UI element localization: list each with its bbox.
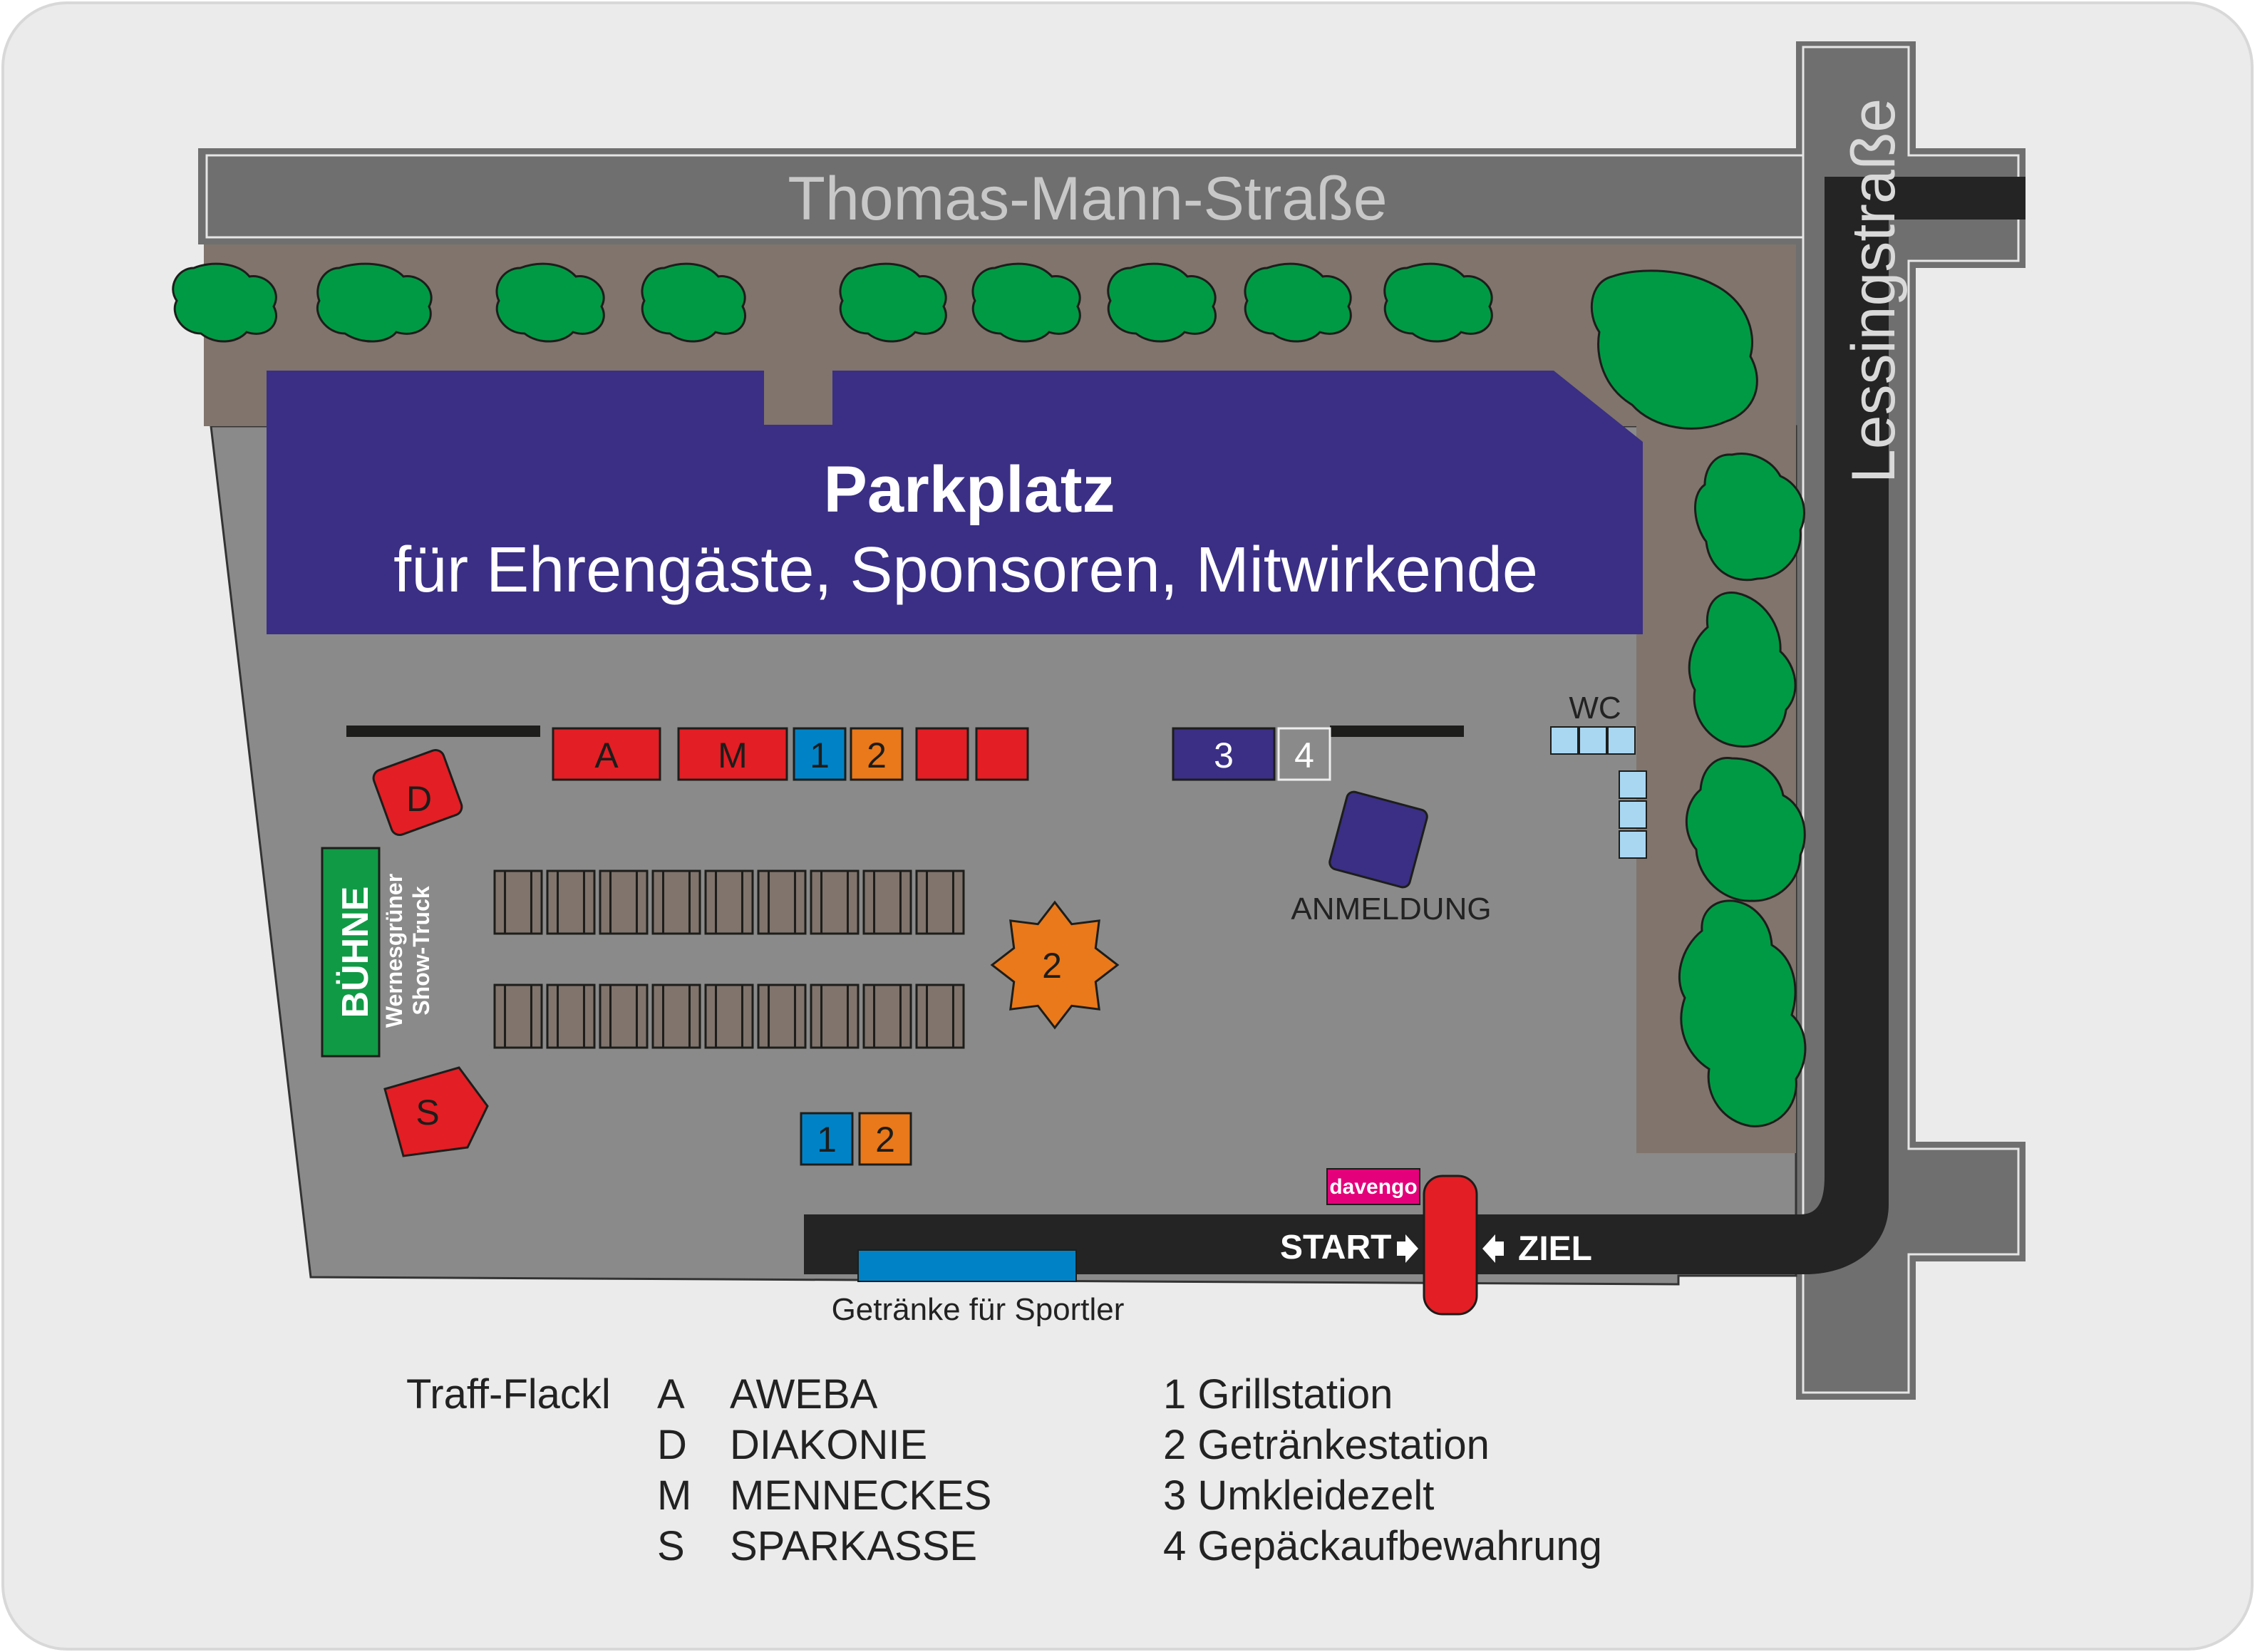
thomas-mann-strasse-street [198, 148, 1805, 244]
show-truck-line1: Wernesgrüner [381, 874, 407, 1028]
booth-2-label: 2 [867, 735, 887, 775]
central-drinks-station [990, 900, 1120, 1030]
booth-luggage-4 [1277, 727, 1331, 781]
parking-area [267, 371, 1643, 634]
bench [915, 869, 965, 935]
drinks-booth-lower [858, 1112, 912, 1166]
bench [599, 984, 649, 1049]
bench [915, 984, 965, 1049]
bench [862, 984, 912, 1049]
booth-s-label: S [416, 1093, 439, 1132]
bench [757, 869, 807, 935]
booth-a-label: A [594, 735, 619, 775]
bench [651, 984, 701, 1049]
bench [546, 984, 596, 1049]
booth-drinks-2 [850, 727, 904, 781]
start-finish-gate [1423, 1175, 1478, 1316]
booth-4-label: 4 [1294, 735, 1314, 775]
street-name-lessing: Lessingstraße [1839, 98, 1908, 483]
bench [862, 869, 912, 935]
booth-m [677, 727, 788, 781]
start-label: START [1280, 1229, 1391, 1266]
registration-tent [1328, 790, 1428, 889]
parking-subtitle: für Ehrengäste, Sponsoren, Mitwirkende [393, 535, 1538, 606]
stage [321, 847, 381, 1058]
seating-benches [493, 869, 965, 1049]
bench [704, 984, 754, 1049]
bench [493, 984, 543, 1049]
finish-label: ZIEL [1518, 1230, 1592, 1268]
fence-right [1330, 726, 1464, 737]
bench [546, 869, 596, 935]
wc-cabins [1550, 726, 1647, 859]
booth-1-label: 1 [810, 735, 830, 775]
drinks-label: Getränke für Sportler [832, 1292, 1125, 1327]
registration-label: ANMELDUNG [1291, 892, 1491, 926]
bench [810, 869, 860, 935]
grill-booth-lower-label: 1 [817, 1120, 837, 1160]
booth-red-1 [915, 727, 969, 781]
start-arrow-icon [1397, 1234, 1418, 1263]
stage-label: BÜHNE [335, 887, 376, 1018]
finish-arrow-icon [1482, 1234, 1504, 1263]
booth-d-label: D [406, 779, 432, 819]
street-name-thomas-mann: Thomas-Mann-Straße [788, 165, 1387, 233]
bench [704, 869, 754, 935]
bench [651, 869, 701, 935]
booth-changing-3 [1172, 727, 1276, 781]
central-drinks-label: 2 [1042, 946, 1062, 986]
bench [757, 984, 807, 1049]
show-truck-line2: Show-Truck [408, 886, 434, 1016]
grill-booth-lower [800, 1112, 854, 1166]
parking-title: Parkplatz [823, 453, 1115, 526]
davengo-label: davengo [1329, 1175, 1417, 1199]
bench [493, 869, 543, 935]
booth-s [383, 1066, 489, 1157]
bench [599, 869, 649, 935]
tree-row-east [1590, 269, 1807, 1127]
booth-3-label: 3 [1214, 735, 1234, 775]
wc-label: WC [1569, 691, 1621, 726]
booth-a [552, 727, 661, 781]
booth-row [552, 727, 1331, 781]
booth-d [372, 748, 463, 837]
davengo-badge [1326, 1168, 1420, 1205]
tree-row-north [172, 262, 1493, 343]
bench [810, 984, 860, 1049]
drinks-station-strip [857, 1249, 1077, 1282]
fence-left [346, 726, 540, 737]
booth-grill-1 [793, 727, 847, 781]
booth-m-label: M [718, 735, 748, 775]
booth-red-2 [975, 727, 1029, 781]
drinks-booth-lower-label: 2 [875, 1120, 895, 1160]
